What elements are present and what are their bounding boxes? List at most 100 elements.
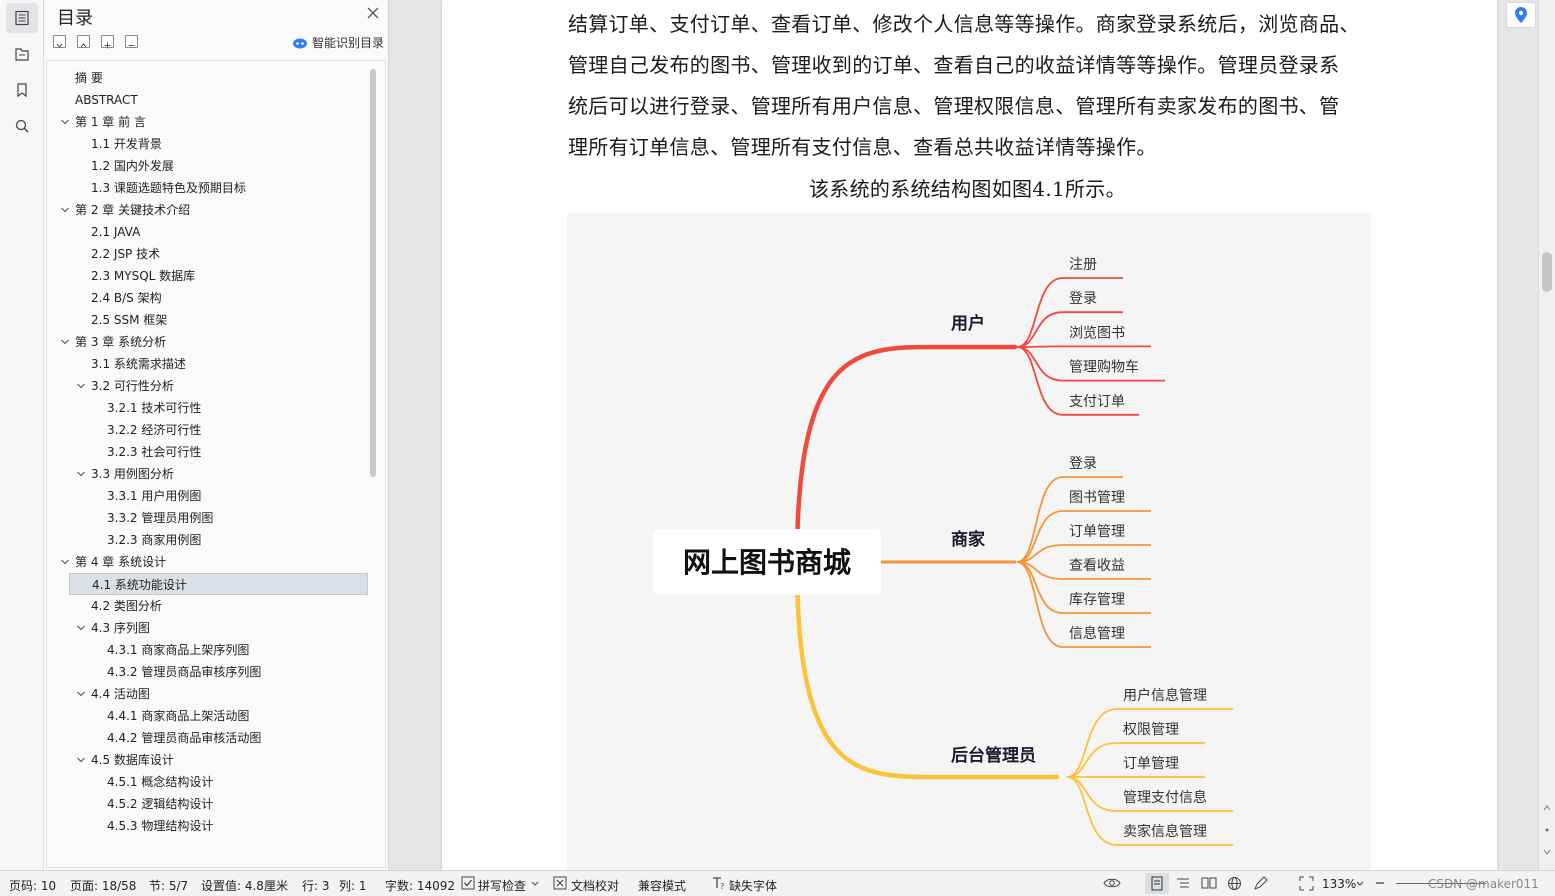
toc-item-label: 4.4.1 商家商品上架活动图 (107, 709, 250, 723)
font-missing-icon[interactable]: ? (711, 876, 725, 890)
page-nav-arrows-icon[interactable] (1542, 800, 1552, 860)
toc-panel-icon[interactable] (6, 3, 38, 33)
toc-item[interactable]: 3.2 可行性分析 (47, 375, 367, 397)
spell-check-button[interactable]: 拼写检查 (478, 879, 527, 893)
toc-item-label: 3.2.3 商家用例图 (107, 533, 202, 547)
toc-item[interactable]: 3.3 用例图分析 (47, 463, 367, 485)
chevron-down-icon[interactable] (60, 337, 70, 347)
collapse-up-icon[interactable] (77, 35, 90, 48)
status-bar: 页码: 10 页面: 18/58 节: 5/7 设置值: 4.8厘米 行: 3 … (0, 870, 1555, 896)
chevron-down-icon[interactable] (60, 205, 70, 215)
spell-check-icon[interactable] (461, 876, 475, 890)
chapter-nav-icon[interactable] (6, 39, 38, 69)
chevron-down-icon[interactable] (60, 117, 70, 127)
zoom-level[interactable]: 133% (1322, 877, 1357, 891)
missing-font-button[interactable]: 缺失字体 (729, 879, 778, 893)
status-row[interactable]: 行: 3 (302, 879, 330, 893)
toc-item[interactable]: 第 1 章 前 言 (47, 111, 367, 133)
toc-item[interactable]: 2.3 MYSQL 数据库 (47, 265, 367, 287)
toc-item[interactable]: 4.3 序列图 (47, 617, 367, 639)
collapse-down-icon[interactable] (53, 35, 66, 48)
leaf-label: 登录 (1069, 456, 1097, 472)
leaf-connector (1066, 708, 1233, 778)
status-page[interactable]: 页面: 18/58 (70, 879, 137, 893)
document-page[interactable]: 结算订单、支付订单、查看订单、修改个人信息等等操作。商家登录系统后，浏览商品、 … (442, 0, 1497, 870)
scrollbar-thumb[interactable] (1542, 252, 1552, 292)
toc-item[interactable]: 3.2.2 经济可行性 (47, 419, 367, 441)
status-page-code[interactable]: 页码: 10 (9, 879, 57, 893)
toc-item[interactable]: 4.5.1 概念结构设计 (47, 771, 367, 793)
toc-item[interactable]: 1.2 国内外发展 (47, 155, 367, 177)
status-col[interactable]: 列: 1 (339, 879, 367, 893)
toc-item[interactable]: 3.2.3 社会可行性 (47, 441, 367, 463)
status-setting[interactable]: 设置值: 4.8厘米 (201, 879, 288, 893)
toc-item[interactable]: 4.4.2 管理员商品审核活动图 (47, 727, 367, 749)
toc-item[interactable]: 4.4.1 商家商品上架活动图 (47, 705, 367, 727)
status-words[interactable]: 字数: 14092 (385, 879, 456, 893)
toc-item[interactable]: 2.5 SSM 框架 (47, 309, 367, 331)
toc-item[interactable]: ABSTRACT (47, 89, 367, 111)
toc-item-label: 4.3.2 管理员商品审核序列图 (107, 665, 262, 679)
toc-item[interactable]: 3.2.3 商家用例图 (47, 529, 367, 551)
toc-item[interactable]: 4.5 数据库设计 (47, 749, 367, 771)
toc-item[interactable]: 2.4 B/S 架构 (47, 287, 367, 309)
toc-item[interactable]: 第 2 章 关键技术介绍 (47, 199, 367, 221)
chevron-down-icon[interactable] (60, 557, 70, 567)
toc-item[interactable]: 4.3.1 商家商品上架序列图 (47, 639, 367, 661)
doc-check-button[interactable]: 文档校对 (571, 879, 620, 893)
toc-item[interactable]: 4.3.2 管理员商品审核序列图 (47, 661, 367, 683)
toc-item[interactable]: 第 4 章 系统设计 (47, 551, 367, 573)
vertical-scrollbar[interactable] (1538, 0, 1555, 870)
bookmark-icon[interactable] (6, 75, 38, 105)
compat-mode[interactable]: 兼容模式 (638, 879, 687, 893)
pen-icon[interactable] (1253, 876, 1269, 891)
toc-item[interactable]: 4.2 类图分析 (47, 595, 367, 617)
remove-heading-icon[interactable] (125, 35, 138, 48)
chevron-down-icon[interactable] (76, 689, 86, 699)
toc-item[interactable]: 2.1 JAVA (47, 221, 367, 243)
toc-item[interactable]: 4.5.3 物理结构设计 (47, 815, 367, 837)
toc-item[interactable]: 4.4 活动图 (47, 683, 367, 705)
toc-scrollbar[interactable] (370, 69, 376, 477)
reading-mode-icon[interactable] (1201, 876, 1217, 890)
close-icon[interactable] (366, 6, 380, 20)
toc-item-label: 2.2 JSP 技术 (91, 247, 161, 261)
leaf-connector (1066, 776, 1233, 812)
toc-item[interactable]: 2.2 JSP 技术 (47, 243, 367, 265)
web-view-icon[interactable] (1227, 876, 1242, 891)
zoom-out-icon[interactable] (1374, 876, 1386, 890)
toc-item[interactable]: 1.1 开发背景 (47, 133, 367, 155)
location-pin-icon[interactable] (1506, 2, 1536, 28)
chevron-down-icon[interactable] (76, 623, 86, 633)
toc-item[interactable]: 4.1 系统功能设计 (69, 573, 368, 595)
toc-item[interactable]: 3.3.2 管理员用例图 (47, 507, 367, 529)
toc-item[interactable]: 4.5.2 逻辑结构设计 (47, 793, 367, 815)
chevron-down-icon[interactable] (531, 876, 539, 890)
status-section[interactable]: 节: 5/7 (149, 879, 189, 893)
leaf-label: 库存管理 (1069, 592, 1125, 608)
smart-toc-button[interactable]: 智能识别目录 (292, 34, 384, 51)
toc-item[interactable]: 1.3 课题选题特色及预期目标 (47, 177, 367, 199)
zoom-chevron-down-icon[interactable] (1356, 876, 1364, 890)
root-node-box (653, 529, 881, 595)
zoom-slider[interactable] (1396, 883, 1486, 884)
search-icon[interactable] (6, 111, 38, 141)
toc-item[interactable]: 3.2.1 技术可行性 (47, 397, 367, 419)
chevron-down-icon[interactable] (76, 755, 86, 765)
add-heading-icon[interactable] (101, 35, 114, 49)
toc-item[interactable]: 摘 要 (47, 67, 367, 89)
chevron-down-icon[interactable] (76, 469, 86, 479)
document-area: 结算订单、支付订单、查看订单、修改个人信息等等操作。商家登录系统后，浏览商品、 … (390, 0, 1538, 870)
toc-item-label: 2.4 B/S 架构 (91, 291, 162, 305)
system-structure-figure[interactable]: 网上图书商城用户注册登录浏览图书管理购物车支付订单商家登录图书管理订单管理查看收… (567, 213, 1371, 870)
toc-item[interactable]: 第 3 章 系统分析 (47, 331, 367, 353)
eye-icon[interactable] (1103, 876, 1121, 890)
fit-page-icon[interactable] (1299, 876, 1314, 891)
doc-check-icon[interactable] (553, 876, 567, 890)
toc-item[interactable]: 3.3.1 用户用例图 (47, 485, 367, 507)
page-view-button[interactable] (1145, 873, 1169, 894)
chevron-down-icon[interactable] (76, 381, 86, 391)
toc-item[interactable]: 3.1 系统需求描述 (47, 353, 367, 375)
outline-view-icon[interactable] (1176, 876, 1190, 890)
